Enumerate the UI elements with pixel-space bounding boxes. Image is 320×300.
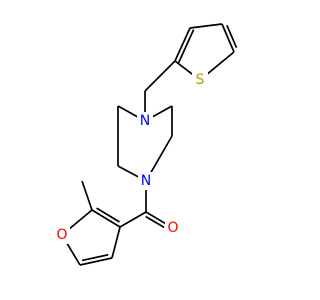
bond-piperazine-1	[117, 105, 139, 118]
molecule-diagram: N N O O S	[54, 23, 238, 266]
bond-ch2-thiophene	[144, 60, 176, 92]
atom-mask-n-top	[137, 112, 153, 130]
bond-furan-5	[111, 226, 121, 259]
bond-furan-2	[67, 209, 93, 231]
bond-furan-1	[91, 209, 121, 228]
bond-carbonyl-o-double	[145, 215, 165, 229]
bond-furan-3	[65, 241, 81, 266]
bond-thiophene-2	[189, 23, 223, 29]
atom-o-carbonyl: O	[167, 220, 178, 236]
bond-furan-4-double	[81, 253, 109, 262]
atom-n-top: N	[140, 113, 150, 129]
bond-thiophene-3-double	[226, 24, 238, 49]
bond-piperazine-6	[151, 105, 173, 118]
bond-piperazine-3	[117, 165, 140, 178]
atom-mask-o-furan	[54, 226, 70, 244]
bond-furan-1-double	[96, 207, 120, 223]
bond-thiophene-1	[174, 27, 191, 62]
bond-carbonyl-furan	[119, 211, 147, 228]
bond-thiophene-5	[174, 60, 195, 76]
atom-s-thiophene: S	[196, 72, 205, 88]
bond-thiophene-3	[221, 23, 235, 53]
bond-thiophene-1-double	[177, 29, 195, 64]
bond-piperazine-4	[149, 135, 173, 175]
bond-thiophene-4	[205, 51, 235, 76]
bond-furan-methyl	[81, 180, 93, 211]
bond-layer	[65, 23, 238, 266]
atom-mask-s-thiophene	[192, 71, 208, 89]
bond-carbonyl-o	[145, 211, 167, 225]
atom-mask-o-carbonyl	[165, 219, 181, 237]
atom-n-bottom: N	[141, 173, 151, 189]
atom-o-furan: O	[56, 227, 67, 243]
bond-furan-4	[79, 257, 113, 266]
atom-mask-n-bottom	[138, 172, 154, 190]
